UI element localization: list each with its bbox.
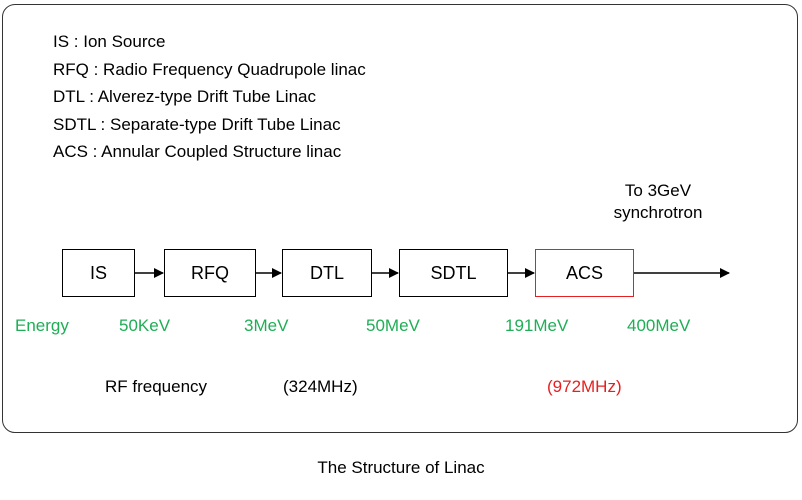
destination-line-2: synchrotron: [613, 203, 703, 222]
stage-block-is: IS: [62, 249, 135, 297]
rf-frequency-high: (972MHz): [547, 377, 622, 396]
destination-label: To 3GeV synchrotron: [606, 180, 710, 224]
energy-value-3: 50MeV: [366, 316, 420, 335]
destination-line-1: To 3GeV: [624, 181, 692, 200]
energy-value-2: 3MeV: [244, 316, 289, 335]
rf-frequency-label: RF frequency: [105, 377, 208, 396]
legend-item-dtl: DTL : Alverez-type Drift Tube Linac: [53, 87, 316, 106]
energy-label: Energy: [15, 316, 69, 335]
legend-item-acs: ACS : Annular Coupled Structure linac: [53, 142, 342, 161]
stage-block-acs: ACS: [535, 249, 634, 297]
energy-value-1: 50KeV: [119, 316, 171, 335]
energy-value-5: 400MeV: [627, 316, 691, 335]
energy-value-4: 191MeV: [505, 316, 569, 335]
stage-block-rfq: RFQ: [164, 249, 256, 297]
stage-block-sdtl: SDTL: [399, 249, 508, 297]
abbreviation-legend: IS : Ion Source RFQ : Radio Frequency Qu…: [53, 28, 366, 166]
figure-caption: The Structure of Linac: [317, 458, 485, 477]
legend-item-rfq: RFQ : Radio Frequency Quadrupole linac: [53, 59, 366, 79]
legend-item-is: IS : Ion Source: [53, 32, 166, 51]
rf-frequency-low: (324MHz): [283, 377, 358, 396]
stage-block-dtl: DTL: [282, 249, 372, 297]
legend-item-sdtl: SDTL : Separate-type Drift Tube Linac: [53, 114, 341, 134]
diagram-frame: [2, 4, 798, 433]
